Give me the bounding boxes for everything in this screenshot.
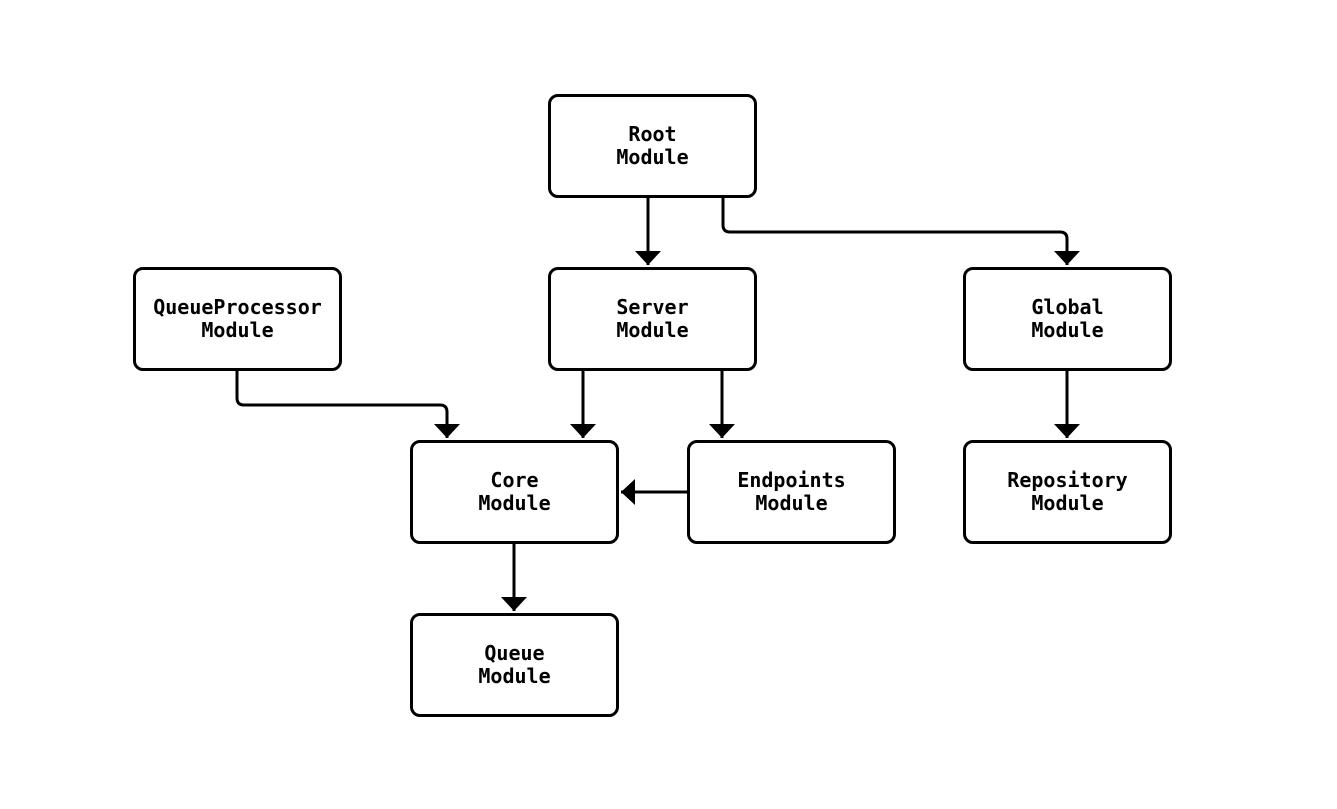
node-queueprocessor-module: QueueProcessor Module: [133, 267, 342, 371]
node-endpoints-module-label: Endpoints Module: [737, 468, 846, 515]
node-core-module: Core Module: [410, 440, 619, 544]
edge-queueprocessor-to-core: [235, 371, 460, 438]
node-global-module: Global Module: [963, 267, 1172, 371]
node-root-module: Root Module: [548, 94, 757, 198]
node-queue-module: Queue Module: [410, 613, 619, 717]
node-server-module-label: Server Module: [616, 295, 689, 342]
node-server-module: Server Module: [548, 267, 757, 371]
node-queue-module-label: Queue Module: [478, 641, 551, 688]
node-root-module-label: Root Module: [616, 122, 689, 169]
node-core-module-label: Core Module: [478, 468, 551, 515]
node-repository-module: Repository Module: [963, 440, 1172, 544]
node-queueprocessor-module-label: QueueProcessor Module: [153, 295, 322, 342]
node-endpoints-module: Endpoints Module: [687, 440, 896, 544]
node-repository-module-label: Repository Module: [1007, 468, 1128, 515]
node-global-module-label: Global Module: [1031, 295, 1104, 342]
edge-root-to-global: [721, 198, 1080, 265]
